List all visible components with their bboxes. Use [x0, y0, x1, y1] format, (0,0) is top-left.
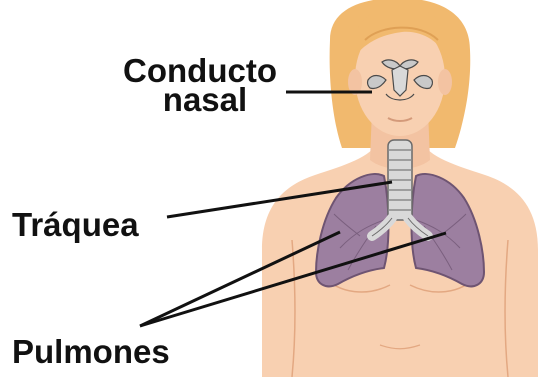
ear-right	[438, 69, 452, 95]
label-trachea: Tráquea	[12, 206, 139, 243]
label-nasal-line2: nasal	[163, 81, 247, 118]
label-lungs: Pulmones	[12, 333, 170, 370]
